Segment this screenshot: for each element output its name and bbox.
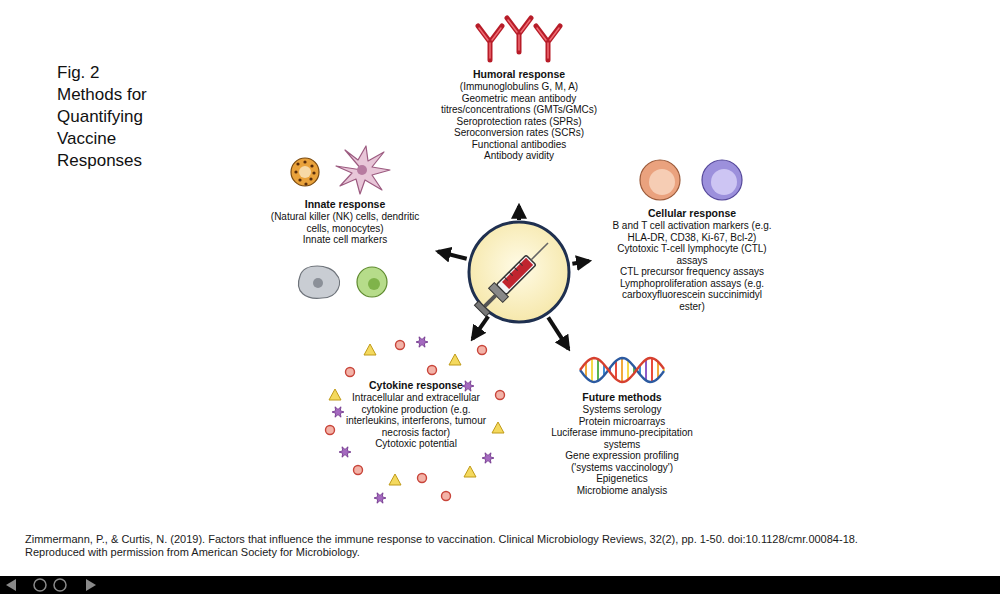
circle-text: Cytokine responseIntracellular and extra… [341, 379, 491, 450]
lymphocyte-icons [640, 160, 742, 200]
figure-title: Fig. 2 Methods for Quantifying Vaccine R… [57, 62, 157, 172]
response-circle: Future methodsSystems serologyProtein mi… [529, 339, 715, 525]
method-item: (Immunoglobulins G, M, A) [437, 81, 601, 93]
citation-caption: Zimmermann, P., & Curtis, N. (2019). Fac… [25, 533, 915, 559]
method-item: Seroprotection rates (SPRs) [437, 116, 601, 128]
method-item: Functional antibodies [437, 139, 601, 151]
cytokine-icons [326, 337, 505, 503]
method-item: Gene expression profiling ('systems vacc… [547, 450, 697, 473]
response-circle: Cytokine responseIntracellular and extra… [323, 327, 509, 513]
method-item: Innate cell markers [270, 234, 420, 246]
method-item: Intracellular and extracellular cytokine… [341, 392, 491, 438]
circle-text: Humoral response(Immunoglobulins G, M, A… [437, 68, 601, 162]
method-item: Seroconversion rates (SCRs) [437, 127, 601, 139]
method-item: Cytotoxic potential [341, 438, 491, 450]
circle-heading: Humoral response [437, 68, 601, 80]
circle-shape [325, 329, 508, 512]
response-circle: Innate response(Natural killer (NK) cell… [255, 138, 435, 318]
antibody-icons [478, 18, 560, 60]
method-item: Geometric mean antibody titres/concentra… [437, 93, 601, 116]
method-item: Epigenetics [547, 473, 697, 485]
method-item: CTL precursor frequency assays [609, 266, 775, 278]
circle-shape [257, 140, 434, 317]
spoke-arrows [438, 206, 589, 349]
circle-heading: Cytokine response [341, 379, 491, 391]
circle-text: Future methodsSystems serologyProtein mi… [547, 391, 697, 496]
method-item: Protein microarrays [547, 416, 697, 428]
circle-heading: Future methods [547, 391, 697, 403]
method-item: Cytotoxic T-cell lymphocyte (CTL) assays [609, 243, 775, 266]
circle-shape [424, 8, 615, 199]
circle-text: Cellular responseB and T cell activation… [609, 207, 775, 312]
method-item: Systems serology [547, 404, 697, 416]
method-item: Luciferase immuno-precipitation systems [547, 427, 697, 450]
player-bar [0, 576, 1000, 594]
circle-heading: Innate response [270, 198, 420, 210]
method-item: Antibody avidity [437, 150, 601, 162]
circle-shape [531, 341, 714, 524]
dna-helix-icon [580, 358, 664, 382]
syringe-hub [469, 222, 569, 322]
method-item: Microbiome analysis [547, 485, 697, 497]
circle-heading: Cellular response [609, 207, 775, 219]
method-item: Lymphoproliferation assays (e.g. carboxy… [609, 278, 775, 313]
circle-text: Innate response(Natural killer (NK) cell… [270, 198, 420, 246]
circle-shape [596, 149, 789, 342]
response-circle: Humoral response(Immunoglobulins G, M, A… [422, 6, 616, 200]
method-item: (Natural killer (NK) cells, dendritic ce… [270, 211, 420, 234]
method-item: B and T cell activation markers (e.g. HL… [609, 220, 775, 243]
response-circle: Cellular responseB and T cell activation… [594, 147, 790, 343]
innate-cell-icons [291, 146, 390, 298]
